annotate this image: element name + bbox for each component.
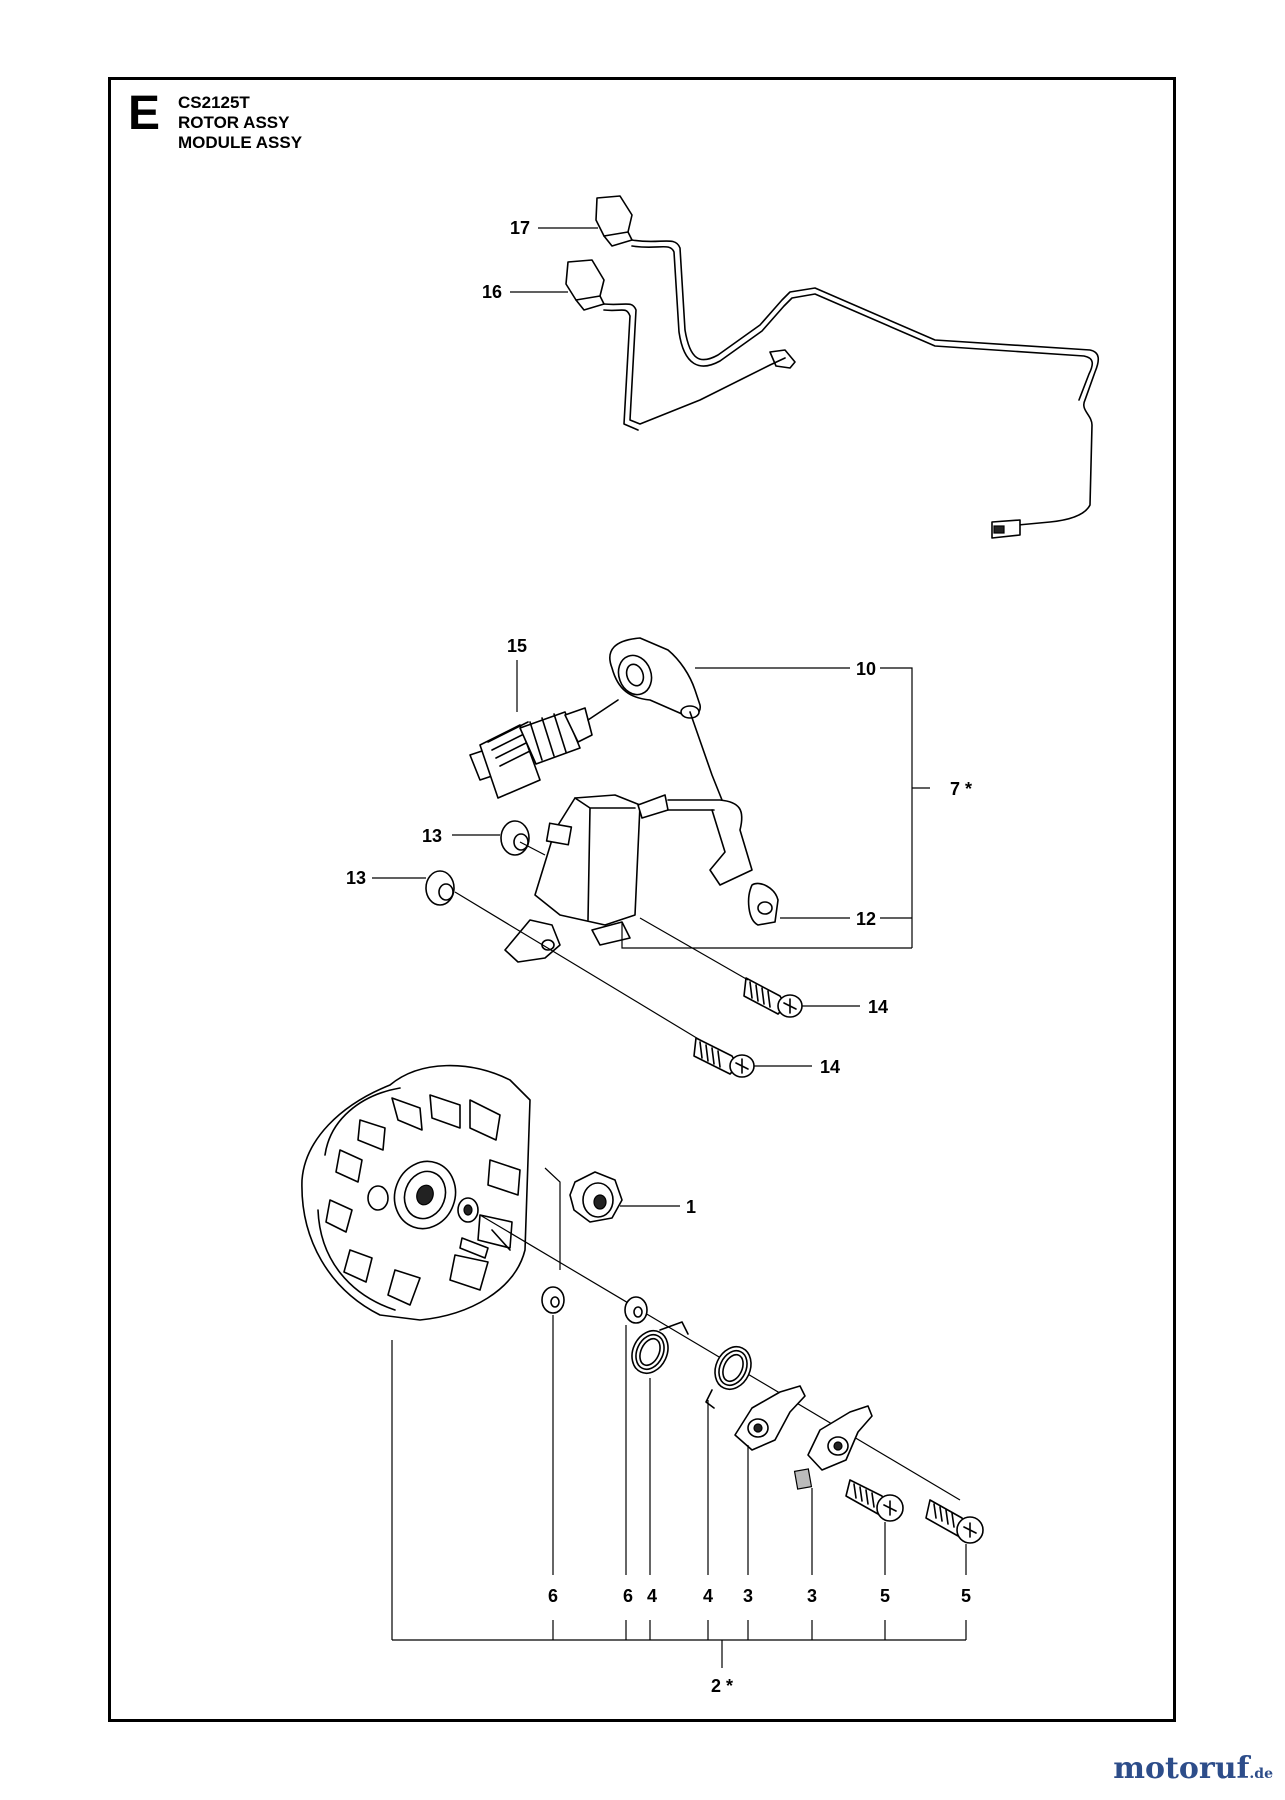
callout-10: 10	[856, 659, 876, 679]
flywheel-nut	[569, 1171, 623, 1223]
callout-13-upper: 13	[422, 826, 442, 846]
assembly-title-module: MODULE ASSY	[178, 133, 303, 152]
watermark-logo: motoruf.de	[1113, 1751, 1273, 1786]
callout-14-upper: 14	[868, 997, 888, 1017]
spacers	[425, 820, 530, 906]
callout-6-b: 6	[623, 1586, 633, 1606]
callout-12: 12	[856, 909, 876, 929]
leader-lines	[372, 227, 967, 1668]
spark-plug-boot	[609, 637, 701, 719]
ignition-module	[504, 711, 753, 963]
callout-6-a: 6	[548, 1586, 558, 1606]
pawl-springs	[631, 1321, 752, 1409]
callout-16: 16	[482, 282, 502, 302]
diagram-frame	[108, 77, 1176, 1722]
flywheel-rotor	[301, 1064, 531, 1321]
callout-2: 2 *	[711, 1676, 733, 1696]
module-screws	[693, 977, 803, 1078]
assembly-title-rotor: ROTOR ASSY	[178, 113, 290, 132]
callout-5-a: 5	[880, 1586, 890, 1606]
callout-3-a: 3	[743, 1586, 753, 1606]
starter-pawls	[734, 1385, 873, 1490]
pawl-screws	[845, 1479, 984, 1544]
callout-5-b: 5	[961, 1586, 971, 1606]
callout-1: 1	[686, 1197, 696, 1217]
callout-15: 15	[507, 636, 527, 656]
watermark-brand: motoruf	[1113, 1751, 1250, 1786]
spark-plug	[469, 699, 619, 799]
callout-13-lower: 13	[346, 868, 366, 888]
callout-4-a: 4	[647, 1586, 657, 1606]
wire-harness	[565, 195, 1100, 539]
cable-clip	[747, 882, 779, 926]
callout-3-b: 3	[807, 1586, 817, 1606]
section-letter: E	[128, 87, 161, 140]
callout-7: 7 *	[950, 779, 972, 799]
watermark-tld: .de	[1249, 1766, 1273, 1782]
callout-17: 17	[510, 218, 530, 238]
callout-14-lower: 14	[820, 1057, 840, 1077]
callout-labels: 17 16 15 10 7 * 13 13 12 14 14 1 6 6 4 4…	[346, 218, 972, 1696]
washers	[541, 1286, 648, 1324]
callout-4-b: 4	[703, 1586, 713, 1606]
model-number: CS2125T	[178, 93, 250, 112]
